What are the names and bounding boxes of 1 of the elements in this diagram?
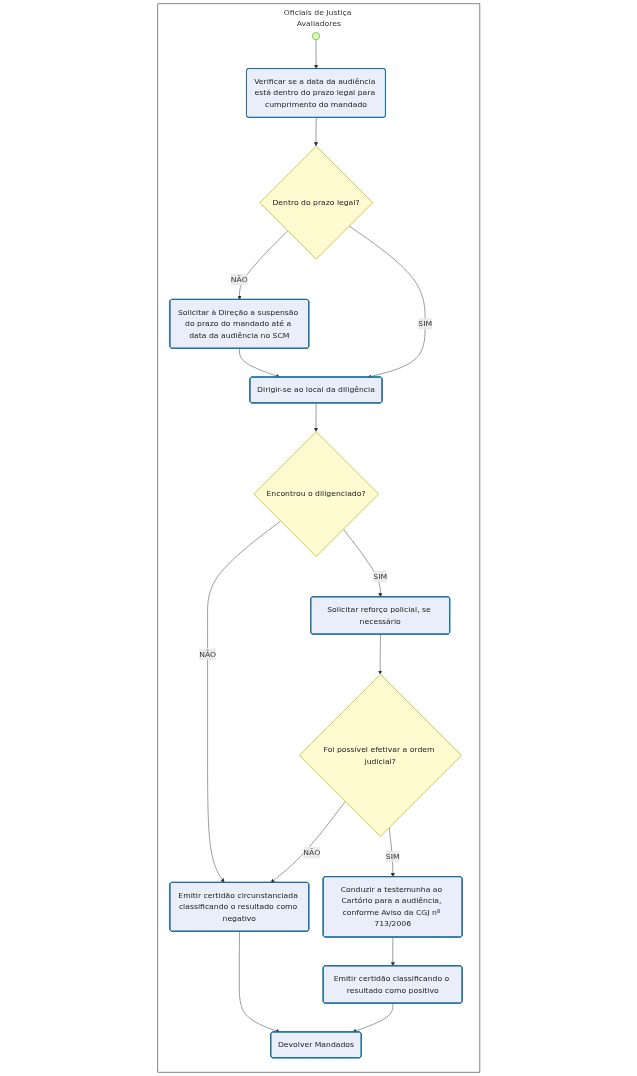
node-circle xyxy=(311,32,320,41)
